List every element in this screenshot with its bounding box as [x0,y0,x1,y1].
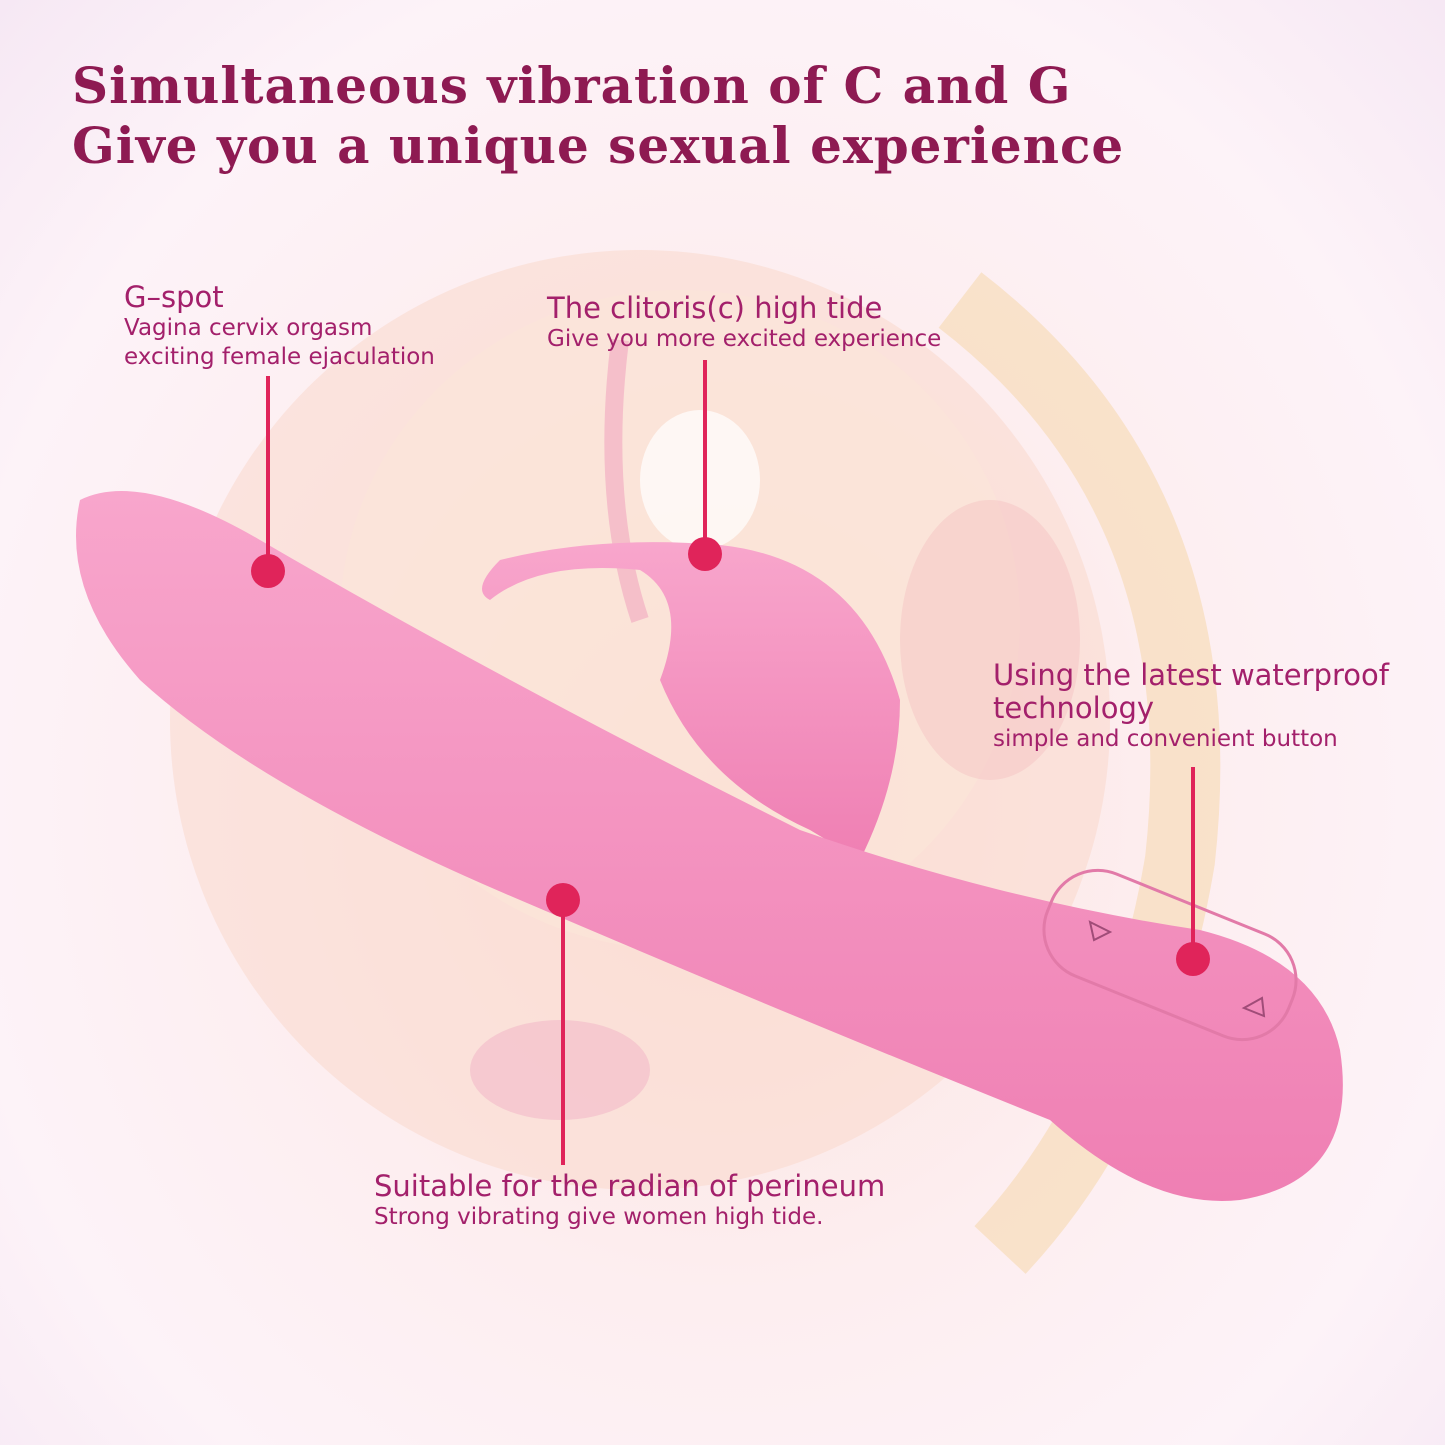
callout-text: Vagina cervix orgasm [124,315,373,341]
callout-line [703,360,707,540]
callout-g-spot: G–spot Vagina cervix orgasm exciting fem… [124,281,435,372]
callout-text: Give you more excited experience [547,326,942,352]
headline-line-1: Simultaneous vibration of C and G [72,56,1072,115]
callout-text: Strong vibrating give women high tide. [374,1204,824,1230]
callout-line [1191,767,1195,947]
callout-marker [251,554,285,588]
callout-marker [688,537,722,571]
callout-line [266,376,270,566]
callout-title: technology [993,691,1155,725]
callout-perineum: Suitable for the radian of perineum Stro… [374,1170,885,1232]
callout-clitoris: The clitoris(c) high tide Give you more … [547,292,941,354]
callout-text: exciting female ejaculation [124,344,435,370]
callout-title: G–spot [124,280,224,314]
callout-waterproof: Using the latest waterproof technology s… [993,659,1389,754]
callout-title: The clitoris(c) high tide [547,291,883,325]
callout-marker [1176,942,1210,976]
headline-line-2: Give you a unique sexual experience [72,116,1125,175]
callout-title: Using the latest waterproof [993,658,1389,692]
callout-line [561,910,565,1165]
callout-title: Suitable for the radian of perineum [374,1169,886,1203]
callout-text: simple and convenient button [993,726,1338,752]
